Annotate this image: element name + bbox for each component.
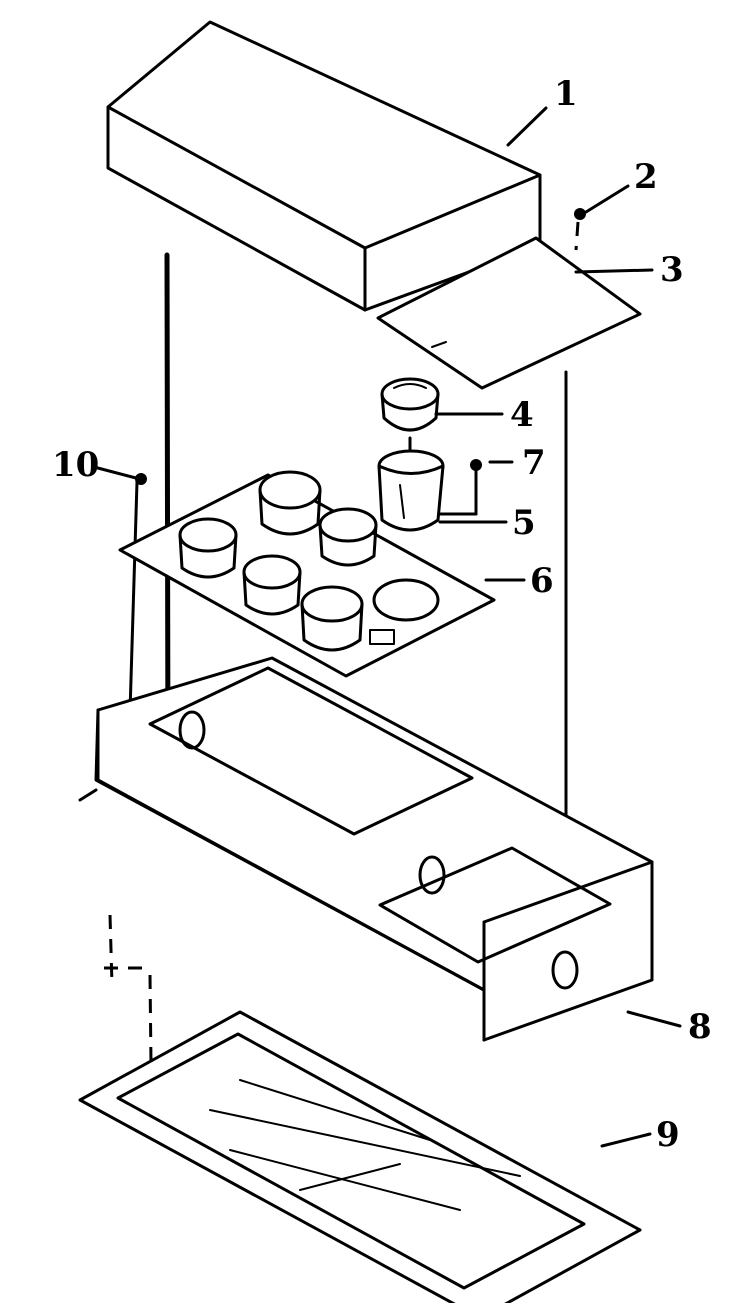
receptacle-panel — [118, 470, 496, 678]
label-2: 2 — [634, 157, 658, 197]
leader-lines — [92, 106, 682, 1148]
receptacle — [300, 585, 364, 652]
label-10: 10 — [52, 445, 99, 485]
label-1: 1 — [554, 74, 578, 114]
label-4: 4 — [510, 395, 534, 435]
base-plate — [78, 1010, 642, 1303]
receptacle — [242, 554, 302, 616]
label-5: 5 — [512, 503, 536, 543]
receptacle — [178, 517, 238, 579]
label-6: 6 — [530, 561, 554, 601]
connector-insert — [380, 377, 440, 454]
receptacle — [318, 507, 378, 567]
panel-hole — [372, 578, 440, 622]
main-enclosure — [78, 656, 654, 1042]
label-3: 3 — [660, 250, 684, 290]
connector-housing — [377, 449, 445, 532]
pin-7 — [438, 459, 482, 516]
label-7: 7 — [522, 443, 546, 483]
screw — [574, 208, 586, 251]
receptacle — [258, 470, 322, 536]
label-9: 9 — [656, 1115, 680, 1155]
cover-plate — [376, 236, 642, 390]
screw-10 — [135, 473, 147, 485]
label-8: 8 — [688, 1007, 712, 1047]
cover-box — [106, 20, 542, 312]
